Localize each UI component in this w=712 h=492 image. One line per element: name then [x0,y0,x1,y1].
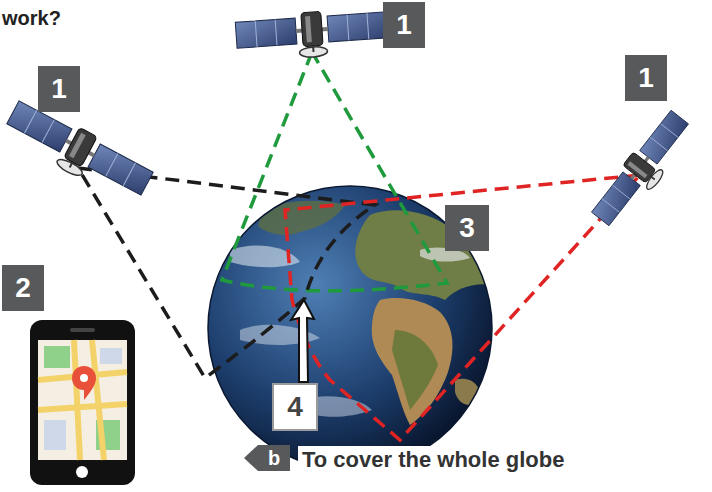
tag-shape [244,445,290,471]
callout-number: 4 [272,383,318,431]
callout-number: 1 [625,55,667,101]
callout-number: 1 [38,66,80,112]
tag-letter: b [258,445,290,471]
satellite [588,108,698,233]
earth-globe [208,186,495,470]
callout-number: 2 [2,265,44,311]
coverage-lines [78,52,640,440]
callout-number: 1 [383,2,425,48]
phone-icon [30,320,135,485]
heading-fragment: work? [2,4,92,32]
callout-number: 3 [445,205,489,251]
satellite [235,7,390,62]
satellite [0,96,155,207]
caption-text: To cover the whole globe [298,446,577,474]
pointer-arrow [291,300,314,382]
